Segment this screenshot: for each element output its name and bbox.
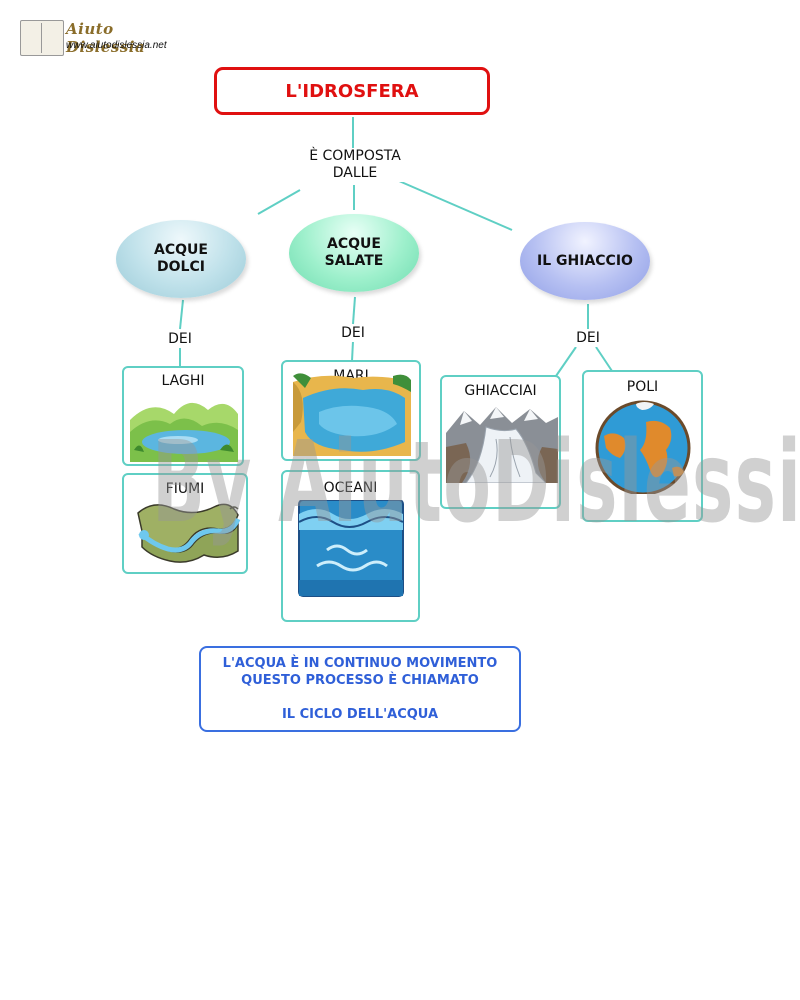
diagram-title: L'IDROSFERA	[214, 67, 490, 115]
dei-label-salate: DEI	[333, 325, 373, 342]
line-dolci-to-dei	[179, 299, 184, 330]
line-label-to-ghiaccio	[398, 180, 513, 231]
cycle-line-2: QUESTO PROCESSO È CHIAMATO	[241, 673, 479, 688]
category-acque-salate: ACQUE SALATE	[289, 214, 419, 292]
category-acque-dolci: ACQUE DOLCI	[116, 220, 246, 298]
globe-icon	[595, 400, 691, 494]
card-laghi: LAGHI	[122, 366, 244, 466]
line-dei-to-poli	[595, 346, 613, 372]
glacier-icon	[446, 407, 558, 483]
card-label-poli: POLI	[626, 379, 659, 395]
category-label-line: IL GHIACCIO	[537, 252, 633, 269]
line-label-to-dolci	[257, 189, 301, 215]
composition-label-line-2: DALLE	[332, 165, 378, 181]
line-salate-to-dei	[352, 296, 356, 325]
dei-label-dolci: DEI	[160, 331, 200, 348]
composition-label: È COMPOSTA DALLE	[295, 148, 415, 182]
category-label-line: ACQUE	[154, 242, 208, 258]
card-label-ghiacciai: GHIACCIAI	[464, 383, 537, 399]
lake-icon	[130, 402, 238, 462]
card-label-oceani: OCEANI	[323, 480, 378, 496]
sea-icon	[293, 373, 411, 456]
cycle-line-3: IL CICLO DELL'ACQUA	[281, 707, 439, 722]
cycle-line-1: L'ACQUA È IN CONTINUO MOVIMENTO	[222, 656, 498, 671]
logo-url: www.aiutodislessia.net	[66, 40, 167, 51]
category-il-ghiaccio: IL GHIACCIO	[520, 222, 650, 300]
card-fiumi: FIUMI	[122, 473, 248, 574]
card-oceani: OCEANI	[281, 470, 420, 622]
dei-label-ghiaccio: DEI	[568, 330, 608, 347]
card-label-laghi: LAGHI	[161, 373, 205, 389]
line-dei-to-ghiacciai	[555, 346, 577, 377]
card-ghiacciai: GHIACCIAI	[440, 375, 561, 509]
site-logo: Aiuto Dislessia www.aiutodislessia.net	[20, 18, 180, 58]
water-cycle-box: L'ACQUA È IN CONTINUO MOVIMENTO QUESTO P…	[199, 646, 521, 732]
composition-label-line-1: È COMPOSTA	[309, 148, 401, 164]
ocean-waves-icon	[298, 500, 404, 597]
card-label-fiumi: FIUMI	[165, 481, 205, 497]
card-mari: MARI	[281, 360, 421, 461]
category-label-line: ACQUE	[327, 236, 381, 252]
category-label-line: DOLCI	[157, 259, 205, 275]
line-dei-to-mari	[351, 340, 354, 362]
book-icon	[20, 20, 64, 56]
category-label-line: SALATE	[324, 253, 384, 269]
logo-title: Aiuto Dislessia	[66, 20, 146, 56]
river-icon	[137, 503, 241, 563]
card-poli: POLI	[582, 370, 703, 522]
